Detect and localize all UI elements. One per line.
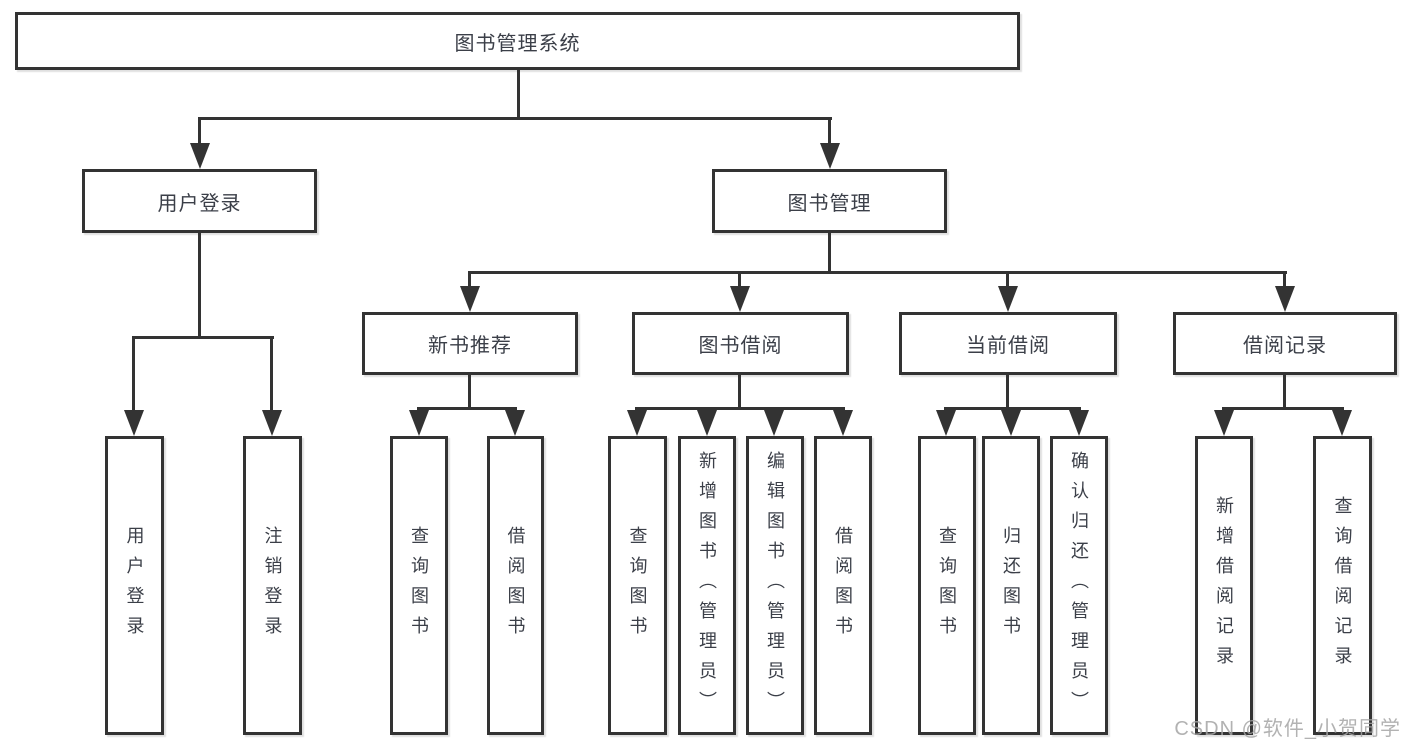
arrow-down-icon [1332, 410, 1352, 436]
node-leaf-confirm-return-admin: 确认归还（管理员） [1050, 436, 1108, 735]
arrow-down-icon [627, 410, 647, 436]
arrow-down-icon [505, 410, 525, 436]
leaf-label: 查询图书 [409, 525, 429, 646]
leaf-label: 用户登录 [124, 525, 145, 646]
leaf-label: 查询借阅记录 [1332, 495, 1353, 676]
node-leaf-borrow-books-recommend: 借阅图书 [487, 436, 544, 735]
arrow-down-icon [124, 410, 144, 436]
connector-root-stem [517, 70, 520, 120]
connector-records-rail [1222, 407, 1344, 410]
node-leaf-query-borrow-record: 查询借阅记录 [1313, 436, 1372, 735]
connector-current-stem [1006, 375, 1009, 409]
connector-borrowing-rail [635, 407, 845, 410]
arrow-down-icon [460, 286, 480, 312]
connector-recommend-rail [417, 407, 517, 410]
leaf-label: 借阅图书 [505, 525, 526, 646]
connector-borrowing-stem [738, 375, 741, 409]
connector-recommend-stem [468, 375, 471, 409]
connector-book-mgmt-stem [828, 233, 831, 273]
connector-level3-drop [1283, 271, 1286, 289]
leaf-label: 归还图书 [1001, 525, 1021, 646]
arrow-down-icon [409, 410, 429, 436]
connector-leaf-drop [270, 336, 273, 412]
arrow-down-icon [697, 410, 717, 436]
node-current-borrowing: 当前借阅 [899, 312, 1117, 375]
arrow-down-icon [190, 143, 210, 169]
arrow-down-icon [833, 410, 853, 436]
connector-level3-drop [468, 271, 471, 289]
node-user-login-label: 用户登录 [157, 192, 242, 215]
node-leaf-edit-books-admin: 编辑图书（管理员） [746, 436, 804, 735]
arrow-down-icon [820, 143, 840, 169]
arrow-down-icon [1214, 410, 1234, 436]
arrow-down-icon [730, 286, 750, 312]
node-book-borrowing-label: 图书借阅 [698, 335, 783, 357]
connector-current-rail [944, 407, 1081, 410]
node-user-login: 用户登录 [82, 169, 317, 233]
connector-user-login-stem [198, 233, 201, 339]
arrow-down-icon [262, 410, 282, 436]
node-current-borrowing-label: 当前借阅 [966, 335, 1050, 357]
leaf-label: 新增借阅记录 [1214, 495, 1234, 676]
node-leaf-user-login: 用户登录 [105, 436, 164, 735]
node-book-management: 图书管理 [712, 169, 947, 233]
node-borrowing-records-label: 借阅记录 [1243, 335, 1327, 357]
node-new-book-recommend: 新书推荐 [362, 312, 578, 375]
node-book-management-label: 图书管理 [787, 192, 872, 215]
arrow-down-icon [1001, 410, 1021, 436]
node-library-system: 图书管理系统 [15, 12, 1020, 70]
connector-book-mgmt-rail [468, 271, 1287, 274]
connector-records-stem [1283, 375, 1286, 409]
connector-leaf-drop [132, 336, 135, 412]
node-leaf-query-books-recommend: 查询图书 [390, 436, 448, 735]
connector-level3-drop [738, 271, 741, 289]
arrow-down-icon [936, 410, 956, 436]
node-leaf-logout: 注销登录 [243, 436, 302, 735]
node-book-borrowing: 图书借阅 [632, 312, 849, 375]
arrow-down-icon [998, 286, 1018, 312]
leaf-label: 确认归还（管理员） [1069, 450, 1089, 721]
connector-user-login-drop [198, 117, 201, 145]
leaf-label: 注销登录 [262, 525, 283, 646]
leaf-label: 编辑图书（管理员） [765, 450, 785, 721]
arrow-down-icon [764, 410, 784, 436]
connector-root-rail [198, 117, 832, 120]
leaf-label: 查询图书 [627, 525, 648, 646]
connector-level3-drop [1006, 271, 1009, 289]
node-leaf-query-books-current: 查询图书 [918, 436, 976, 735]
leaf-label: 新增图书（管理员） [697, 450, 717, 721]
node-leaf-borrow-books: 借阅图书 [814, 436, 872, 735]
leaf-label: 查询图书 [937, 525, 957, 646]
node-leaf-add-borrow-record: 新增借阅记录 [1195, 436, 1253, 735]
leaf-label: 借阅图书 [833, 525, 853, 646]
node-library-system-label: 图书管理系统 [454, 32, 581, 55]
arrow-down-icon [1275, 286, 1295, 312]
arrow-down-icon [1069, 410, 1089, 436]
node-borrowing-records: 借阅记录 [1173, 312, 1397, 375]
node-leaf-add-books-admin: 新增图书（管理员） [678, 436, 736, 735]
connector-book-mgmt-drop [828, 117, 831, 145]
node-leaf-query-books-borrowing: 查询图书 [608, 436, 667, 735]
node-leaf-return-books: 归还图书 [982, 436, 1040, 735]
connector-user-login-rail [132, 336, 274, 339]
node-new-book-recommend-label: 新书推荐 [428, 335, 512, 357]
